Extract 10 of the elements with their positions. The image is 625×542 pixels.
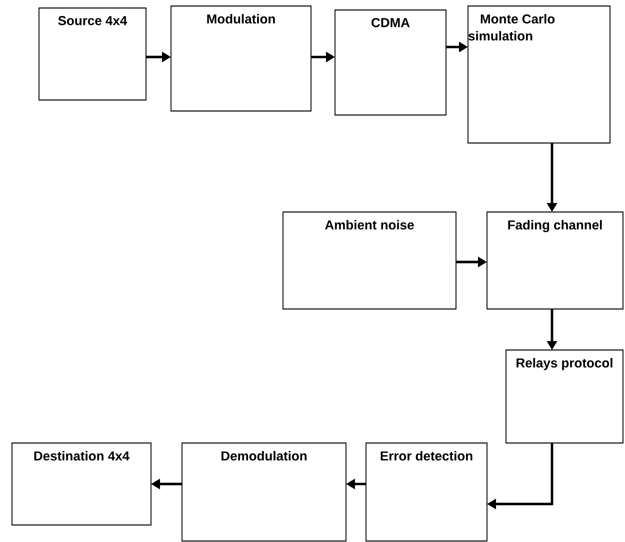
process-box: Fading channel bbox=[486, 212, 624, 310]
process-box: Modulation bbox=[170, 6, 312, 112]
process-box: Demodulation bbox=[182, 442, 346, 542]
process-box: CDMA bbox=[334, 10, 446, 116]
process-box: Monte Carlo simulation bbox=[468, 6, 610, 144]
process-box: Source 4x4 bbox=[38, 8, 146, 100]
process-box: Error detection bbox=[366, 442, 488, 542]
process-box: Destination 4x4 bbox=[12, 442, 152, 526]
process-box: Relays protocol bbox=[506, 350, 624, 444]
process-box: Ambient noise bbox=[282, 212, 456, 310]
